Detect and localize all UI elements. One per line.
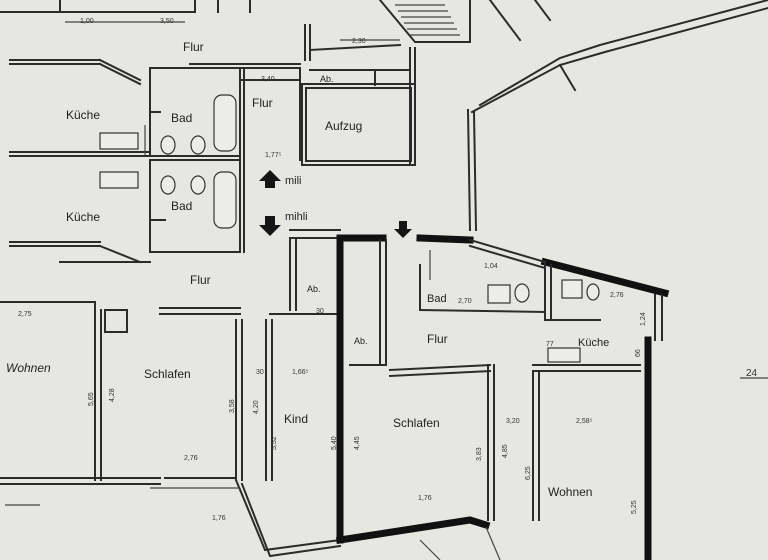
apartment-interior-walls <box>349 238 663 560</box>
room-label-schlafen: Schlafen <box>144 367 191 381</box>
dimension-label: 3,58 <box>229 399 236 413</box>
room-label-kueche: Küche <box>66 108 100 122</box>
dimension-label: 2,75 <box>18 311 32 318</box>
highlighted-apartment-walls <box>336 234 670 560</box>
room-label-aufzug: Aufzug <box>325 119 362 133</box>
dimension-label: 4,45 <box>354 436 361 450</box>
dimension-label: 1,00 <box>80 18 94 25</box>
arrow-up-icon <box>259 170 281 188</box>
dimension-label: 6,25 <box>525 466 532 480</box>
room-label-flur: Flur <box>183 40 204 54</box>
room-label-ab: Ab. <box>320 74 334 84</box>
room-label-bad: Bad <box>427 293 447 305</box>
dimension-label: 1,24 <box>640 312 647 326</box>
left-apartment-walls <box>0 301 342 558</box>
mid-walls <box>59 229 341 315</box>
dimension-label: 30 <box>256 369 264 376</box>
room-label-wohnen: Wohnen <box>6 361 51 375</box>
room-label-kueche: Küche <box>66 210 100 224</box>
room-label-kind: Kind <box>284 412 308 426</box>
dimension-label: 5,40 <box>331 436 338 450</box>
bath-lower <box>149 159 241 253</box>
marker-label: mihli <box>285 211 308 223</box>
dimension-label: 3,40 <box>261 76 275 83</box>
dimension-label: 3,50 <box>160 18 174 25</box>
dimension-label: 1,77⁵ <box>265 152 282 159</box>
room-label-schlafen: Schlafen <box>393 416 440 430</box>
dimension-label: 4,20 <box>253 400 260 414</box>
dimension-label: 3,20 <box>506 418 520 425</box>
room-label-bad: Bad <box>171 199 192 213</box>
dimension-label: 5,25 <box>631 500 638 514</box>
dimension-label: 2,30 <box>352 38 366 45</box>
right-wing-walls <box>466 0 768 232</box>
dimension-label: 2,70 <box>458 298 472 305</box>
kitchen-left-walls <box>9 125 151 264</box>
dimension-label: 1,76 <box>418 495 432 502</box>
bath-upper <box>149 67 241 157</box>
room-label-bad: Bad <box>171 111 192 125</box>
marker-label: mili <box>285 175 302 187</box>
dimension-label: 1,76 <box>212 515 226 522</box>
dimension-label: 5,52 <box>271 436 278 450</box>
dimension-label: 1,66⁵ <box>292 369 309 376</box>
room-label-ab: Ab. <box>307 284 321 294</box>
room-label-kueche: Küche <box>578 337 609 349</box>
arrow-down-icon <box>394 221 412 238</box>
core-walls <box>239 39 416 253</box>
dimension-label: 66 <box>635 349 642 357</box>
dimension-label: 2,58⁵ <box>576 418 593 425</box>
staircase <box>378 0 552 43</box>
room-label-ab: Ab. <box>354 336 368 346</box>
dimension-label: 5,65 <box>88 392 95 406</box>
dimension-label: 4,85 <box>502 444 509 458</box>
room-label-flur: Flur <box>252 96 273 110</box>
dimension-label: 4,28 <box>109 388 116 402</box>
arrow-down-icon <box>259 216 281 236</box>
dimension-label: 1,04 <box>484 263 498 270</box>
dimension-label: 2,76 <box>184 455 198 462</box>
room-label-flur: Flur <box>190 273 211 287</box>
room-label-wohnen: Wohnen <box>548 485 592 499</box>
dimension-label: 77 <box>546 341 554 348</box>
dimension-label: 30 <box>316 308 324 315</box>
dimension-label: 2,76 <box>610 292 624 299</box>
dimension-label: 24 <box>746 368 758 379</box>
upper-left-walls <box>0 0 402 86</box>
dimension-label: 3,83 <box>476 447 483 461</box>
room-label-flur: Flur <box>427 332 448 346</box>
